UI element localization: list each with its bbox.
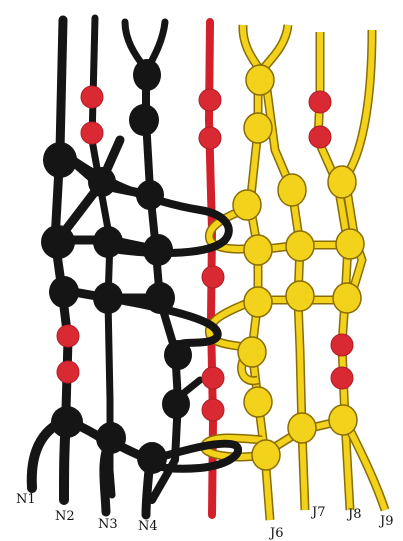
black-knot [145, 282, 175, 314]
red-bead [309, 91, 331, 113]
yellow-knot [238, 337, 266, 367]
red-bead [331, 334, 353, 356]
red-bead [199, 89, 221, 111]
yellow-knot [244, 287, 272, 317]
yellow-knot [244, 387, 272, 417]
yellow-knot [246, 65, 274, 95]
black-knot [88, 167, 116, 197]
black-knot [136, 180, 164, 210]
red-bead [309, 126, 331, 148]
red-bead [57, 325, 79, 347]
black-knot [49, 276, 79, 308]
yellow-knot [233, 190, 261, 220]
black-knot [133, 59, 161, 91]
red-bead [202, 399, 224, 421]
red-bead [331, 367, 353, 389]
yellow-knot [288, 413, 316, 443]
label-n3: N3 [98, 517, 118, 532]
yellow-knot [286, 281, 314, 311]
black-knot [93, 226, 123, 258]
red-bead [202, 266, 224, 288]
yellow-knot [336, 229, 364, 259]
yellow-knot [329, 405, 357, 435]
black-knot [164, 340, 192, 370]
black-knot [143, 234, 173, 266]
label-j9: J9 [378, 514, 393, 529]
black-knot [93, 282, 123, 314]
yellow-knot [244, 113, 272, 143]
yellow-knot [244, 235, 272, 265]
strand-labels: N1 N2 N3 N4 J6 J7 J8 J9 [16, 492, 393, 541]
red-bead [81, 86, 103, 108]
label-j8: J8 [346, 507, 361, 522]
label-n2: N2 [55, 509, 75, 524]
black-knot [162, 389, 190, 419]
red-bead [57, 361, 79, 383]
black-knot [51, 406, 83, 438]
red-bead [202, 367, 224, 389]
black-knot [129, 104, 159, 136]
label-j6: J6 [268, 526, 283, 541]
black-knot [43, 142, 77, 178]
black-knot [96, 422, 126, 454]
yellow-knot [252, 440, 280, 470]
red-bead [199, 127, 221, 149]
label-n1: N1 [16, 492, 36, 507]
yellow-knot [286, 231, 314, 261]
yellow-knot [333, 283, 361, 313]
label-n4: N4 [138, 519, 158, 534]
yellow-knot [278, 174, 306, 206]
yellow-knot [328, 166, 356, 198]
black-knot [137, 442, 167, 474]
red-bead [81, 122, 103, 144]
label-j7: J7 [310, 505, 325, 520]
black-knot [41, 225, 75, 259]
